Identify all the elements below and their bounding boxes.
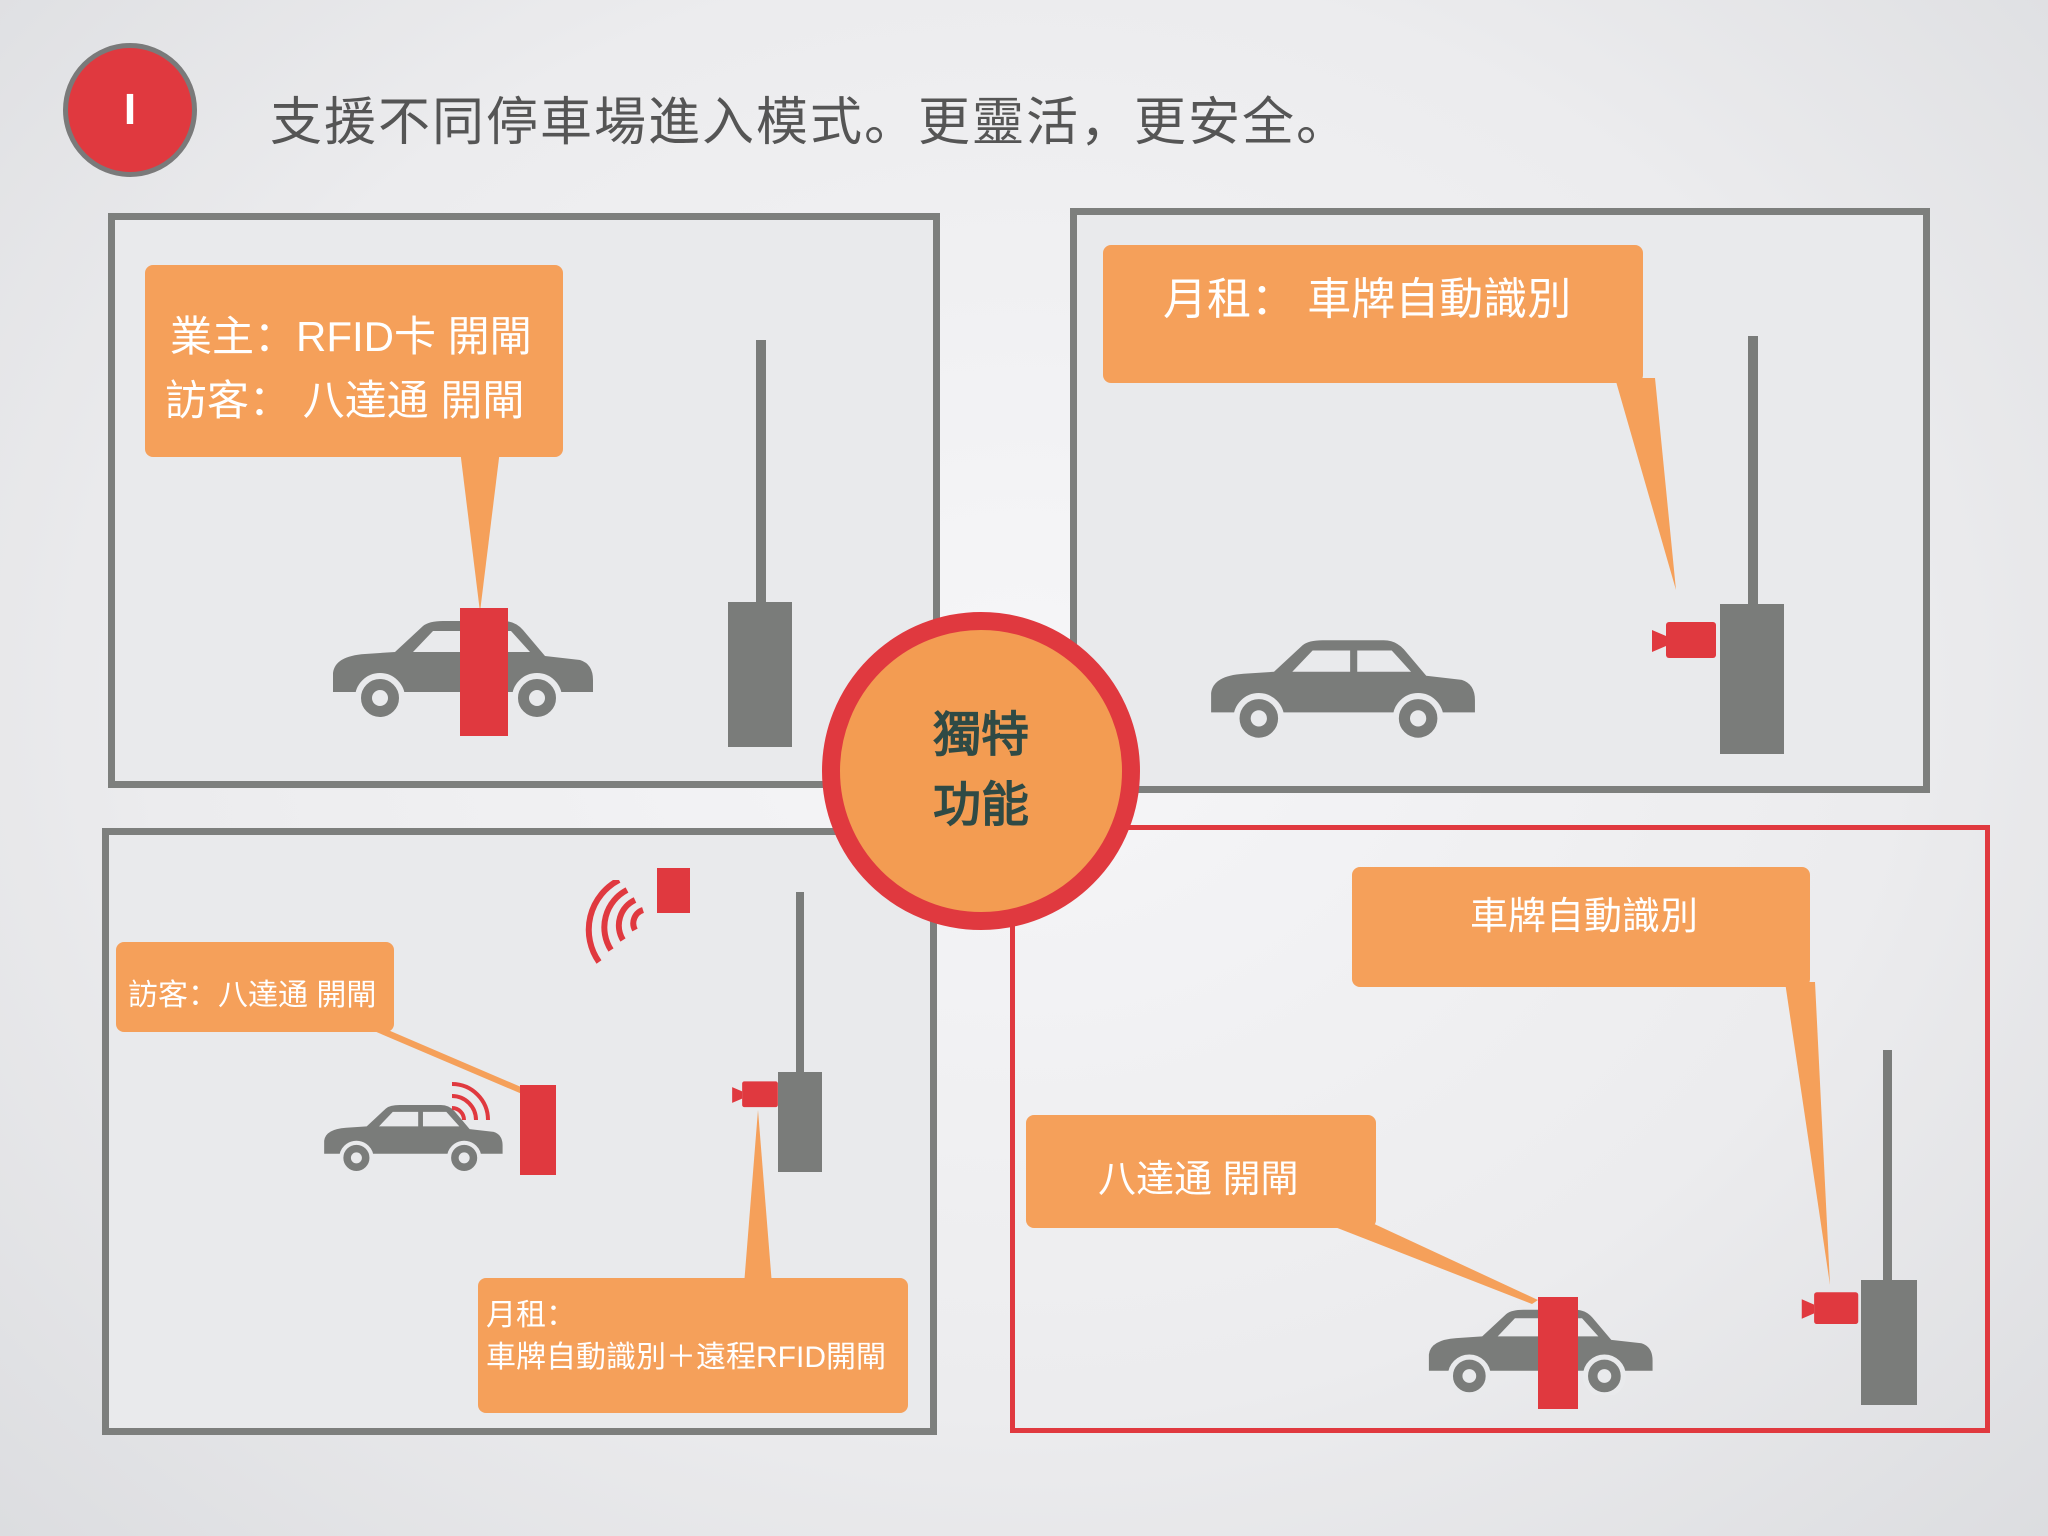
callout-line-octopus: 八達通 開閘	[1098, 1159, 1299, 1201]
callout-line-plate-rfid: 車牌自動識別＋遠程RFID開閘	[486, 1341, 886, 1374]
rfid-reader-icon	[460, 608, 508, 736]
camera-icon	[732, 1081, 778, 1108]
gate-barrier-icon	[1883, 1050, 1892, 1280]
gate-box-icon	[728, 602, 792, 747]
panel-plate-octopus	[1010, 825, 1990, 1433]
callout-line-owner: 業主：RFID卡 開閘	[170, 313, 532, 360]
camera-icon	[1801, 1292, 1859, 1324]
callout-plate-recognition: 車牌自動識別	[1352, 867, 1810, 987]
gate-barrier-icon	[1748, 336, 1758, 606]
car-icon	[324, 1105, 503, 1173]
center-line-1: 獨特	[932, 709, 1029, 762]
gate-box-icon	[1861, 1280, 1917, 1405]
page-title: 支援不同停車場進入模式。更靈活，更安全。	[270, 94, 1351, 152]
camera-icon	[1652, 622, 1716, 658]
callout-octopus: 八達通 開閘	[1026, 1115, 1376, 1228]
unique-features-circle: 獨特 功能	[822, 612, 1140, 930]
callout-line-visitor: 訪客：八達通 開閘	[128, 979, 377, 1012]
remote-rfid-antenna-icon	[657, 868, 690, 913]
octopus-reader-icon	[520, 1085, 556, 1175]
gate-barrier-icon	[796, 892, 804, 1077]
octopus-reader-icon	[1538, 1297, 1578, 1409]
section-badge: I	[63, 43, 197, 177]
signal-waves-icon	[585, 880, 645, 964]
callout-line-plate: 車牌自動識別	[1470, 896, 1699, 938]
gate-box-icon	[778, 1072, 822, 1172]
gate-box-icon	[1720, 604, 1784, 754]
callout-monthly-remote: 月租： 車牌自動識別＋遠程RFID開閘	[478, 1278, 908, 1413]
callout-plate-recognition: 月租： 車牌自動識別	[1103, 245, 1643, 383]
center-line-2: 功能	[932, 779, 1029, 832]
callout-line-visitor: 訪客： 八達通 開閘	[165, 377, 525, 424]
callout-rfid-octopus: 業主：RFID卡 開閘 訪客： 八達通 開閘	[145, 265, 563, 457]
car-icon	[1211, 640, 1475, 741]
callout-line-monthly: 月租：	[486, 1299, 576, 1332]
car-signal-icon	[451, 1082, 490, 1121]
callout-visitor-octopus: 訪客：八達通 開閘	[116, 942, 394, 1032]
gate-barrier-icon	[756, 340, 766, 605]
callout-line-monthly: 月租： 車牌自動識別	[1163, 275, 1572, 324]
